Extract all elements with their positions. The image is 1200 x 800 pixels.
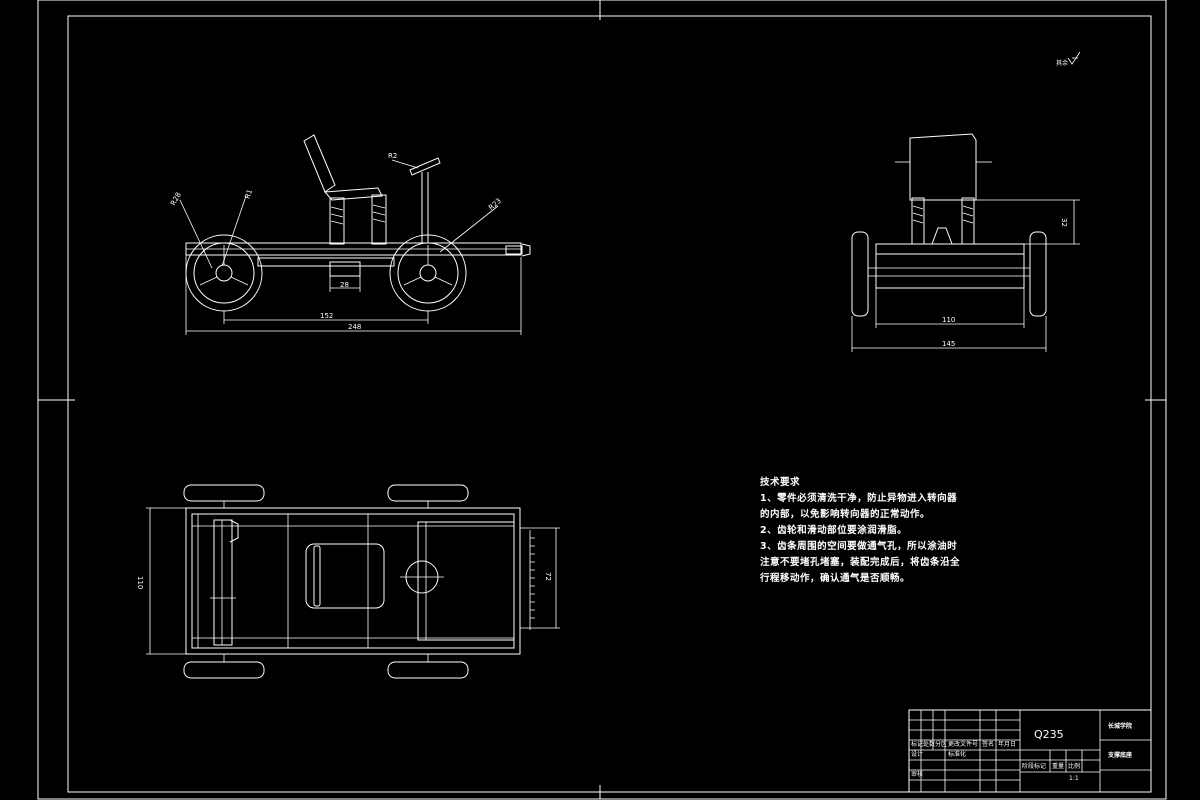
title-block: 标记 处数 分区 更改文件号 签名 年月日 设计 标准化 审核 Q235 阶段标… xyxy=(908,709,1152,793)
dim-wheelbase: 152 xyxy=(320,312,333,320)
tb-header-sign: 签名 xyxy=(982,740,994,748)
tb-scale: 1:1 xyxy=(1069,775,1079,782)
technical-notes: 技术要求 1、零件必须清洗干净，防止异物进入转向器的内部，以免影响转向器的正常动… xyxy=(760,475,960,587)
top-wheel-front-right xyxy=(387,661,469,679)
tb-material: Q235 xyxy=(1034,728,1064,741)
radius-handle: R2 xyxy=(388,152,397,160)
top-wheel-rear-left xyxy=(183,484,265,502)
side-steering xyxy=(409,157,441,176)
front-right-wheel xyxy=(1029,231,1047,317)
inner-frame xyxy=(67,15,1152,793)
roughness-symbol: 其余 xyxy=(1056,51,1081,67)
front-seat xyxy=(909,133,977,201)
outer-border xyxy=(37,0,1167,800)
top-wheel-rear-right xyxy=(183,661,265,679)
dim-small: 28 xyxy=(340,281,349,289)
front-view: 110 145 32 xyxy=(851,133,1080,352)
technical-notes-title: 技术要求 xyxy=(760,477,801,488)
tb-header-doc: 更改文件号 xyxy=(948,740,978,748)
tb-ratio: 比例 xyxy=(1068,762,1080,770)
tb-header-count: 处数 xyxy=(923,740,935,748)
radius-right: R23 xyxy=(487,197,503,212)
tb-header-date: 年月日 xyxy=(998,740,1016,748)
technical-note-item: 2、齿轮和滑动部位要涂润滑脂。 xyxy=(760,525,908,536)
dim-top-width: 110 xyxy=(136,576,144,589)
top-seat xyxy=(305,543,385,609)
dim-track-outer: 145 xyxy=(942,340,955,348)
dim-top-seat: 72 xyxy=(544,572,552,581)
dim-total-length: 248 xyxy=(348,323,361,331)
dim-track-inner: 110 xyxy=(942,316,955,324)
tb-drawing-name: 支撑底座 xyxy=(1107,751,1132,759)
tb-row-review: 审核 xyxy=(911,770,923,778)
tb-header-mark: 标记 xyxy=(911,740,923,748)
tb-row-standard: 标准化 xyxy=(948,750,966,758)
top-wheel-front-left xyxy=(387,484,469,502)
technical-note-item: 1、零件必须清洗干净，防止异物进入转向器的内部，以免影响转向器的正常动作。 xyxy=(760,493,958,520)
radius-left-outer: R28 xyxy=(169,191,183,207)
tb-school: 长城学院 xyxy=(1108,722,1132,730)
roughness-label: 其余 xyxy=(1056,59,1068,67)
dim-height: 32 xyxy=(1060,218,1068,227)
side-view: R28 R1 R23 R2 248 152 28 xyxy=(169,134,531,335)
side-seat xyxy=(303,134,336,193)
tb-weight: 重量 xyxy=(1052,762,1064,770)
top-view: 110 72 xyxy=(136,484,560,679)
front-left-wheel xyxy=(851,231,869,317)
technical-note-item: 3、齿条周围的空间要做通气孔，所以涂油时注意不要堵孔堵塞，装配完成后，将齿条沿全… xyxy=(760,541,961,584)
tb-header-zone: 分区 xyxy=(935,740,947,748)
tb-row-design: 设计 xyxy=(911,750,923,758)
radius-left-inner: R1 xyxy=(243,188,254,200)
tb-stage-mark: 阶段标记 xyxy=(1022,762,1046,770)
